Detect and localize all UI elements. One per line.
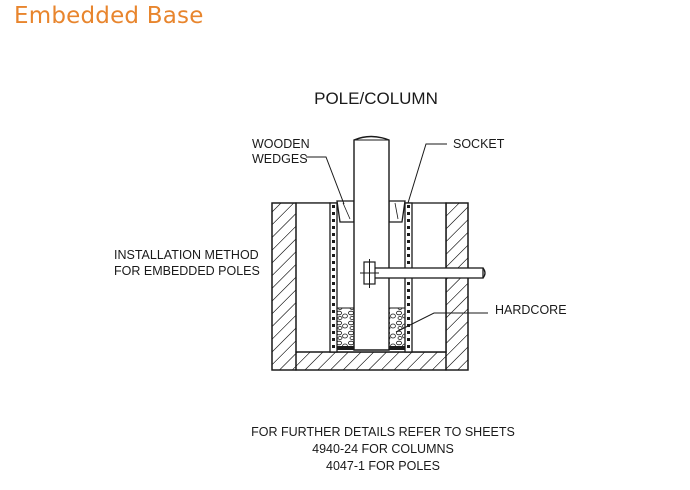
duct-end <box>482 267 486 279</box>
label-wooden: WOODEN <box>252 137 310 151</box>
hardcore-right <box>389 308 405 350</box>
left-wall <box>271 202 297 371</box>
pole <box>353 135 390 351</box>
hardcore-left <box>337 308 354 350</box>
label-socket: SOCKET <box>453 137 505 151</box>
note-line-3: 4047-1 FOR POLES <box>326 459 440 473</box>
pit-floor <box>295 351 447 371</box>
label-installation-2: FOR EMBEDDED POLES <box>114 264 260 278</box>
note-line-2: 4940-24 FOR COLUMNS <box>312 442 454 456</box>
label-installation-1: INSTALLATION METHOD <box>114 248 259 262</box>
page-title: Embedded Base <box>14 3 204 29</box>
wedges-leader <box>306 156 345 205</box>
diagram-heading: POLE/COLUMN <box>314 89 438 108</box>
label-hardcore: HARDCORE <box>495 303 567 317</box>
note-line-1: FOR FURTHER DETAILS REFER TO SHEETS <box>251 425 515 439</box>
wedge-grain <box>342 202 399 220</box>
socket-leader <box>407 143 447 204</box>
right-wall <box>445 202 469 371</box>
left-wedge <box>336 200 355 223</box>
label-wedges: WEDGES <box>252 152 308 166</box>
hardcore-leader <box>395 312 488 333</box>
cable-duct <box>370 267 484 279</box>
